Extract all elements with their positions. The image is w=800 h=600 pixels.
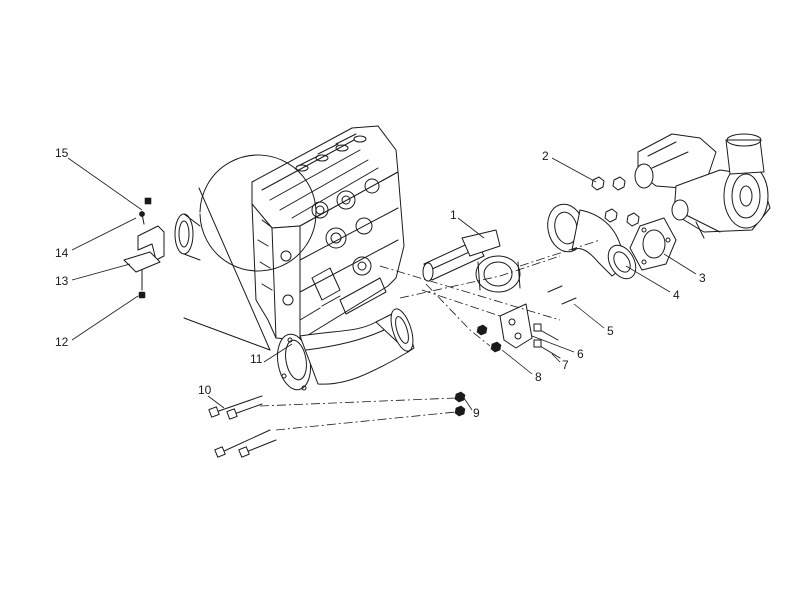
nuts-9 — [454, 391, 466, 417]
detail-view — [123, 154, 317, 351]
mount-bracket — [499, 303, 533, 349]
callout-7: 7 — [562, 358, 569, 372]
callout-5: 5 — [607, 324, 614, 338]
callout-1: 1 — [450, 208, 457, 222]
bolts-7 — [533, 323, 561, 359]
callout-9: 9 — [473, 406, 480, 420]
callout-labels: 1 2 3 4 5 6 7 8 9 10 11 12 13 14 15 — [55, 146, 706, 420]
nut-12 — [138, 291, 146, 299]
engine-block — [251, 125, 405, 341]
assembly-centerlines — [259, 239, 601, 431]
callout-6: 6 — [577, 347, 584, 361]
nuts-8 — [476, 324, 502, 353]
leader-lines — [67, 157, 697, 411]
callout-15: 15 — [55, 146, 69, 160]
callout-11: 11 — [250, 352, 263, 366]
callout-3: 3 — [699, 271, 706, 285]
nuts-2 — [591, 176, 640, 227]
screw-15 — [144, 197, 152, 205]
callout-4: 4 — [673, 288, 680, 302]
outlet-elbow — [547, 203, 637, 280]
callout-2: 2 — [542, 149, 549, 163]
callout-8: 8 — [535, 370, 542, 384]
callout-10: 10 — [198, 383, 212, 397]
callout-14: 14 — [55, 246, 69, 260]
long-bolts-10 — [208, 395, 277, 458]
valve-actuator — [422, 229, 521, 293]
studs-5 — [547, 285, 577, 305]
callout-12: 12 — [55, 335, 69, 349]
callout-13: 13 — [55, 274, 69, 288]
gasket — [629, 217, 677, 271]
turbocharger — [634, 133, 771, 239]
